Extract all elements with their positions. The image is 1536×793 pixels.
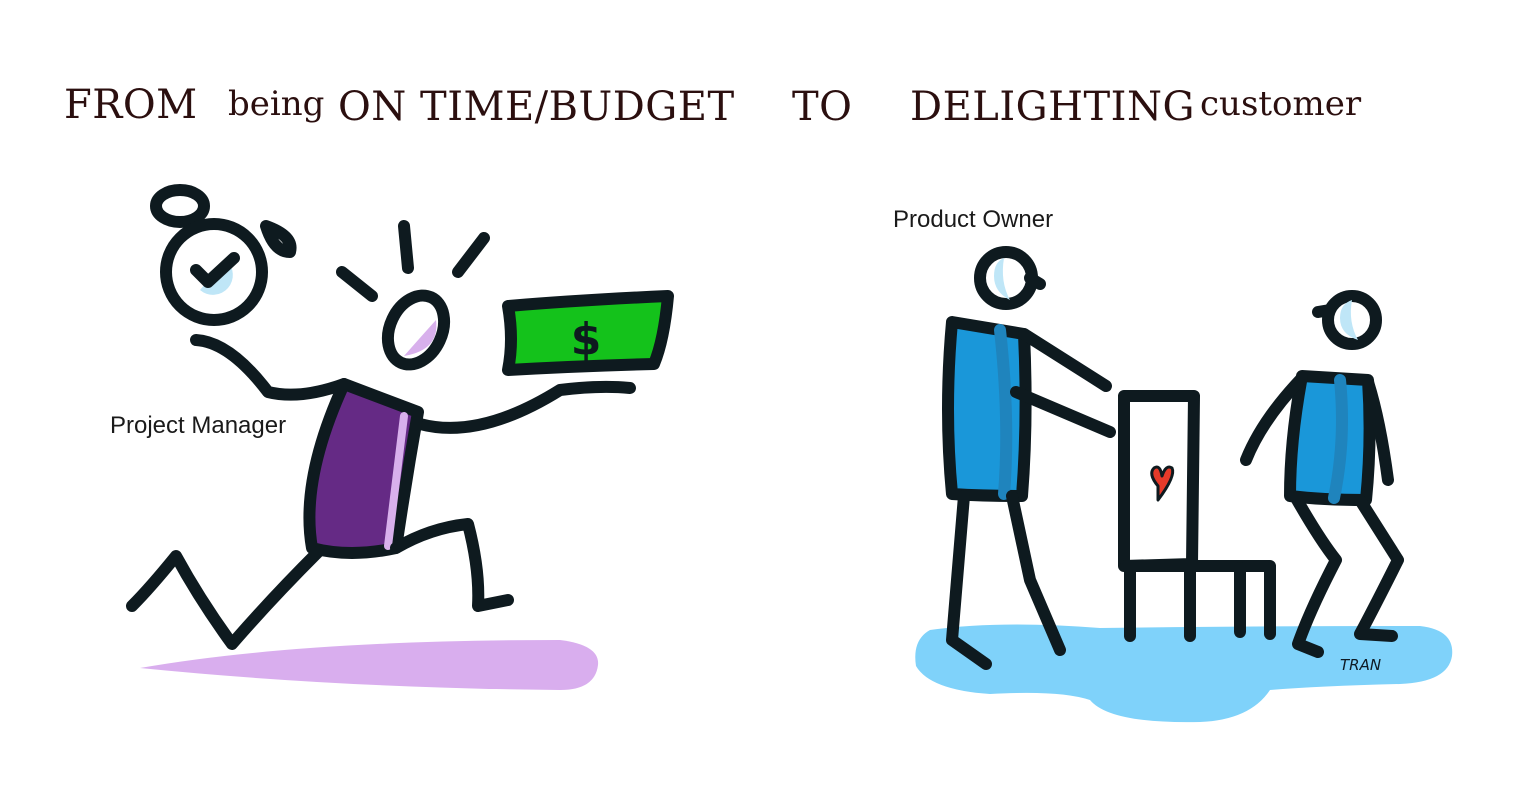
headline-from: FROM: [64, 82, 198, 128]
pm-shirt: [303, 378, 424, 559]
headline-customer: customer: [1200, 84, 1362, 124]
alarm-clock-icon: [150, 184, 297, 326]
project-manager-label: Project Manager: [110, 412, 287, 439]
artist-signature: TRAN: [1340, 656, 1381, 674]
pm-arm-left: [190, 334, 350, 401]
headline-to: TO: [792, 84, 853, 130]
pm-leg-back: [126, 546, 324, 650]
headline-delighting: DELIGHTING: [910, 84, 1195, 130]
chair-icon: [1118, 390, 1276, 642]
dollar-sign: $: [571, 314, 602, 365]
product-owner-label: Product Owner: [893, 206, 1054, 233]
pm-arm-right: [414, 380, 636, 434]
headline-being: being: [228, 84, 325, 124]
excitement-line-right: [452, 232, 490, 278]
product-owner-figure: [942, 246, 1116, 670]
heart-icon: [1150, 465, 1175, 502]
excitement-line-left: [336, 266, 378, 302]
pm-leg-front: [390, 518, 514, 612]
excitement-line-middle: [398, 220, 414, 274]
headline-on-time-budget: ON TIME/BUDGET: [338, 84, 735, 130]
money-bill-icon: $: [502, 290, 674, 376]
pm-head: [381, 289, 451, 371]
customer-figure: [1240, 290, 1404, 658]
pm-ground-shadow: [140, 640, 599, 690]
